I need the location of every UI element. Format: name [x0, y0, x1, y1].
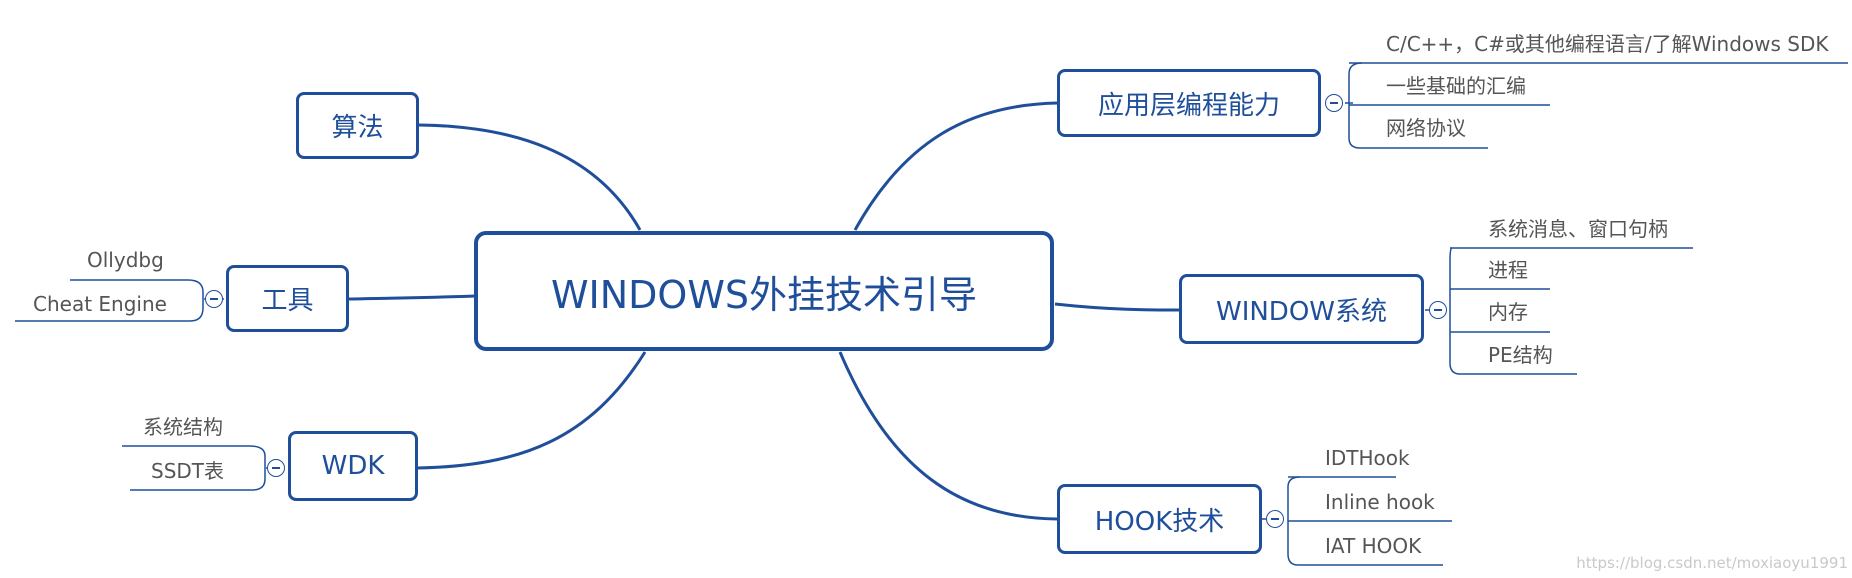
central-topic[interactable]: WINDOWS外挂技术引导	[474, 231, 1054, 351]
topic-algorithm[interactable]: 算法	[296, 92, 419, 159]
topic-window-system-label: WINDOW系统	[1215, 296, 1388, 327]
subtopic-iat-hook[interactable]: IAT HOOK	[1325, 534, 1422, 558]
topic-app-programming-label: 应用层编程能力	[1097, 90, 1280, 121]
subtopic-ssdt-table[interactable]: SSDT表	[151, 459, 225, 483]
subtopic-languages[interactable]: C/C++，C#或其他编程语言/了解Windows SDK	[1386, 32, 1829, 56]
subtopic-idt-hook[interactable]: IDTHook	[1325, 446, 1410, 470]
topic-tools[interactable]: 工具	[226, 265, 349, 332]
collapse-toggle-hook[interactable]	[1266, 510, 1284, 528]
central-topic-label: WINDOWS外挂技术引导	[550, 272, 978, 317]
collapse-toggle-wdk[interactable]	[267, 459, 285, 477]
watermark: https://blog.csdn.net/moxiaoyu1991	[1576, 554, 1848, 572]
subtopic-system-structure[interactable]: 系统结构	[143, 415, 223, 439]
link-app-programming	[853, 101, 1058, 231]
collapse-toggle-tools[interactable]	[205, 290, 223, 308]
topic-hook-label: HOOK技术	[1094, 506, 1225, 537]
subtopic-pe-structure[interactable]: PE结构	[1488, 343, 1553, 367]
minus-icon	[1434, 309, 1442, 311]
collapse-toggle-window-system[interactable]	[1429, 301, 1447, 319]
topic-wdk[interactable]: WDK	[288, 431, 418, 501]
link-tools	[348, 294, 476, 301]
subtopic-assembly[interactable]: 一些基础的汇编	[1386, 74, 1526, 98]
topic-window-system[interactable]: WINDOW系统	[1179, 274, 1424, 344]
minus-icon	[210, 298, 218, 300]
topic-algorithm-label: 算法	[331, 113, 384, 143]
link-window-system	[1054, 302, 1180, 312]
link-hook	[838, 351, 1058, 521]
link-algorithm	[418, 123, 642, 231]
subtopic-ollydbg[interactable]: Ollydbg	[87, 248, 164, 272]
subtopic-network-protocol[interactable]: 网络协议	[1386, 116, 1466, 140]
topic-wdk-label: WDK	[321, 451, 385, 481]
minus-icon	[1330, 102, 1338, 104]
subtopic-messages-handles[interactable]: 系统消息、窗口句柄	[1488, 217, 1668, 241]
minus-icon	[272, 467, 280, 469]
topic-hook[interactable]: HOOK技术	[1057, 484, 1262, 554]
subtopic-process[interactable]: 进程	[1488, 258, 1528, 282]
subtopic-memory[interactable]: 内存	[1488, 300, 1528, 324]
collapse-toggle-app-programming[interactable]	[1325, 94, 1343, 112]
topic-tools-label: 工具	[261, 286, 314, 316]
minus-icon	[1271, 518, 1279, 520]
link-wdk	[417, 351, 647, 470]
subtopic-cheat-engine[interactable]: Cheat Engine	[33, 292, 167, 316]
topic-app-programming[interactable]: 应用层编程能力	[1057, 69, 1321, 137]
subtopic-inline-hook[interactable]: Inline hook	[1325, 490, 1435, 514]
